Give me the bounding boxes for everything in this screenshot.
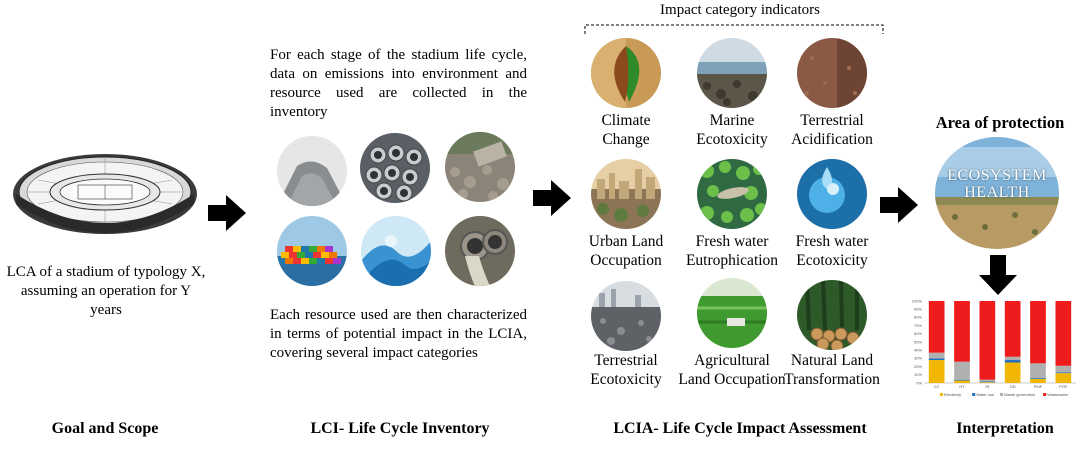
bar-segment (954, 301, 970, 362)
bar-segment (979, 379, 996, 382)
bar-segment (928, 301, 945, 353)
bar-segment (1004, 360, 1021, 363)
category-label: Agricultural Land Occupation (678, 352, 786, 388)
bar-segment (1030, 363, 1046, 379)
x-tick-label: OD (1010, 384, 1016, 389)
bar-segment (1004, 356, 1021, 361)
y-tick-label: 10% (914, 372, 922, 377)
bar-segment (1004, 301, 1021, 357)
bar-segment (954, 379, 970, 381)
polluted-shore-photo (697, 38, 767, 108)
bar-segment (928, 360, 945, 383)
arrow-right-icon (533, 180, 571, 221)
legend-label: Electricity (944, 392, 961, 397)
x-tick-label: PMF (1034, 384, 1043, 389)
y-tick-label: 30% (914, 356, 922, 361)
bar-segment (1004, 362, 1021, 383)
bar-segment (979, 382, 996, 383)
legend-label: Wastewater (1047, 392, 1069, 397)
y-tick-label: 0% (916, 380, 922, 385)
bar-segment (1055, 365, 1072, 373)
legend-swatch (1043, 393, 1047, 396)
bracket-line (584, 22, 884, 34)
water-drop-photo (797, 159, 867, 229)
gravel-photo (445, 132, 515, 202)
y-tick-label: 70% (914, 323, 922, 328)
bar-segment (1030, 378, 1046, 383)
x-tick-label: CC (934, 384, 940, 389)
category-label: Natural Land Transformation (784, 352, 880, 388)
lci-intro: For each stage of the stadium life cycle… (270, 47, 527, 120)
container-ship-photo (277, 216, 347, 286)
legend-swatch (1000, 393, 1003, 396)
category-label: Urban Land Occupation (588, 233, 664, 269)
legend-label: Waste generation (1004, 392, 1035, 397)
bar-segment (928, 358, 945, 361)
polluted-land-photo (591, 281, 661, 351)
lci-outro: Each resource used are then characterize… (270, 307, 527, 361)
ecosystem-health-badge: ECOSYSTEM HEALTH (935, 137, 1059, 249)
category-label: Terrestrial Ecotoxicity (590, 352, 662, 388)
x-tick-label: POF (1059, 384, 1068, 389)
category-label: Fresh water Ecotoxicity (795, 233, 869, 269)
stage-lcia: LCIA- Life Cycle Impact Assessment (613, 420, 867, 437)
legend-swatch (940, 393, 943, 396)
water-photo (361, 216, 431, 286)
soil-photo (797, 38, 867, 108)
bar-segment (1055, 301, 1072, 366)
algae-water-photo (697, 159, 767, 229)
y-tick-label: 100% (912, 298, 923, 303)
bar-segment (979, 301, 996, 380)
bar-segment (928, 352, 945, 359)
arrow-right-icon (880, 187, 918, 228)
arrow-right-icon (208, 195, 246, 236)
ecosystem-health-text: ECOSYSTEM HEALTH (947, 167, 1047, 201)
bar-segment (1055, 373, 1072, 383)
results-chart: 0% 10% 20% 30% 40% 50% 60% 70% 80% 90% 100% CC HT IR O… (906, 297, 1080, 401)
farmland-photo (697, 278, 767, 348)
category-label: Climate Change (601, 112, 651, 148)
stadium-illustration (8, 142, 202, 242)
y-tick-label: 20% (914, 364, 922, 369)
legend-label: Water use (976, 392, 995, 397)
timber-photo (797, 280, 867, 350)
category-label: Terrestrial Acidification (791, 112, 873, 148)
bar-segment (954, 361, 970, 380)
goal-description: LCA of a stadium of typology X, assuming… (6, 264, 206, 318)
y-tick-label: 50% (914, 339, 922, 344)
waste-pipe-photo (445, 216, 515, 286)
impact-indicators-header: Impact category indicators (660, 2, 820, 18)
stacked-bar-chart: 0% 10% 20% 30% 40% 50% 60% 70% 80% 90% 100% CC HT IR O… (912, 298, 1076, 397)
bar-segment (979, 381, 996, 383)
category-label: Marine Ecotoxicity (696, 112, 768, 148)
y-tick-label: 40% (914, 348, 922, 353)
arrow-down-icon (979, 255, 1017, 300)
area-of-protection-title: Area of protection (935, 113, 1065, 132)
stage-goal-and-scope: Goal and Scope (51, 420, 159, 437)
bar-segment (1030, 378, 1046, 379)
bar-segment (1055, 372, 1072, 374)
bar-segment (954, 380, 970, 383)
y-tick-label: 90% (914, 307, 922, 312)
legend-swatch (972, 393, 976, 396)
y-tick-label: 60% (914, 331, 922, 336)
steel-pipes-photo (360, 133, 430, 203)
x-tick-label: HT (959, 384, 965, 389)
leaf-photo (591, 38, 661, 108)
category-label: Fresh water Eutrophication (685, 233, 779, 269)
stage-lci: LCI- Life Cycle Inventory (310, 420, 490, 437)
x-tick-label: IR (985, 384, 989, 389)
y-tick-label: 80% (914, 315, 922, 320)
stage-interpretation: Interpretation (956, 420, 1054, 437)
city-photo (591, 159, 661, 229)
cement-photo (277, 136, 347, 206)
bar-segment (1030, 301, 1046, 364)
